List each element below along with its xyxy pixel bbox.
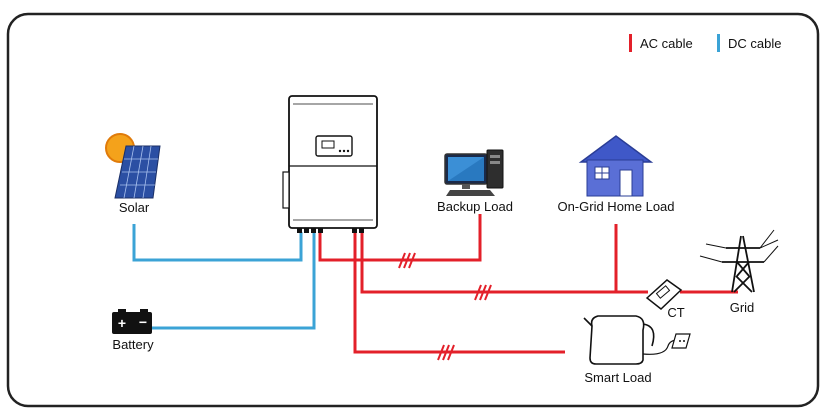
kettle-body xyxy=(589,315,645,365)
legend-dc-label: DC cable xyxy=(728,36,781,51)
svg-text:+: + xyxy=(118,315,126,331)
hash-mark xyxy=(398,252,406,269)
legend-ac-label: AC cable xyxy=(640,36,693,51)
kettle-handle xyxy=(642,323,655,347)
grid-label: Grid xyxy=(730,300,755,315)
solar-label: Solar xyxy=(119,200,150,215)
house-door xyxy=(619,169,633,197)
diagram-frame xyxy=(6,12,820,408)
keyboard xyxy=(446,190,495,196)
hash-mark xyxy=(437,344,445,361)
desktop-computer-icon xyxy=(444,149,504,196)
electric-kettle-icon xyxy=(583,315,691,365)
battery-label: Battery xyxy=(112,337,154,352)
hash-mark xyxy=(442,344,450,361)
smart-load-label: Smart Load xyxy=(584,370,651,385)
ac-cable-grid xyxy=(360,232,648,294)
dc-cables xyxy=(132,224,316,330)
ct-label: CT xyxy=(667,305,684,320)
cable-hash-marks xyxy=(398,252,492,361)
inverter-terminals xyxy=(297,228,364,233)
legend: AC cable DC cable xyxy=(629,34,781,52)
ac-cable-backup-load xyxy=(318,214,482,262)
current-transformer-icon xyxy=(645,279,683,310)
inverter-body xyxy=(288,95,378,229)
svg-text:−: − xyxy=(139,314,147,330)
battery-icon: + − xyxy=(112,309,152,334)
hash-mark xyxy=(474,284,482,301)
hash-mark xyxy=(484,284,492,301)
legend-dc-swatch xyxy=(717,34,720,52)
kettle-spout xyxy=(583,317,593,327)
battery-body xyxy=(112,312,152,334)
ac-cables xyxy=(318,214,738,354)
hash-mark xyxy=(447,344,455,361)
inverter-side-bracket xyxy=(282,171,290,209)
pc-tower xyxy=(486,149,504,189)
hybrid-inverter-icon xyxy=(282,95,378,233)
ac-cable-smart-load xyxy=(353,232,565,354)
transmission-tower-icon xyxy=(699,229,779,293)
solar-panel-icon xyxy=(105,133,161,199)
backup-load-label: Backup Load xyxy=(437,199,513,214)
on-grid-home-load-label: On-Grid Home Load xyxy=(557,199,674,214)
dc-cable-solar xyxy=(132,224,303,262)
panel-grid xyxy=(120,145,158,199)
legend-ac-swatch xyxy=(629,34,632,52)
dc-cable-battery xyxy=(152,232,316,330)
hash-mark xyxy=(479,284,487,301)
hash-mark xyxy=(403,252,411,269)
house-icon xyxy=(578,135,654,197)
hash-mark xyxy=(408,252,416,269)
